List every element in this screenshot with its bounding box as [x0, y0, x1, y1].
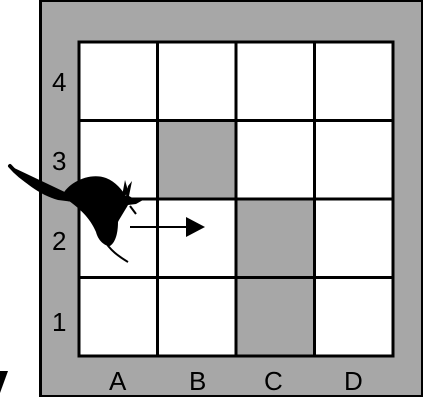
row-label-4: 4: [52, 67, 66, 97]
cell-a1[interactable]: [79, 278, 158, 357]
col-label-d: D: [344, 366, 363, 396]
cell-c1[interactable]: [236, 278, 315, 357]
cell-b4[interactable]: [158, 42, 237, 121]
cell-d3[interactable]: [315, 121, 394, 200]
cell-d4[interactable]: [315, 42, 394, 121]
cell-d2[interactable]: [315, 199, 394, 278]
cell-b3[interactable]: [158, 121, 237, 200]
row-label-3: 3: [52, 146, 66, 176]
cell-c3[interactable]: [236, 121, 315, 200]
row-label-2: 2: [52, 226, 66, 256]
col-label-b: B: [189, 366, 206, 396]
cell-d1[interactable]: [315, 278, 394, 357]
cell-c2[interactable]: [236, 199, 315, 278]
corner-mark: [0, 371, 8, 393]
row-label-1: 1: [52, 307, 66, 337]
col-label-a: A: [109, 366, 127, 396]
cell-b1[interactable]: [158, 278, 237, 357]
cell-a4[interactable]: [79, 42, 158, 121]
cell-c4[interactable]: [236, 42, 315, 121]
col-label-c: C: [264, 366, 283, 396]
cell-b2[interactable]: [158, 199, 237, 278]
